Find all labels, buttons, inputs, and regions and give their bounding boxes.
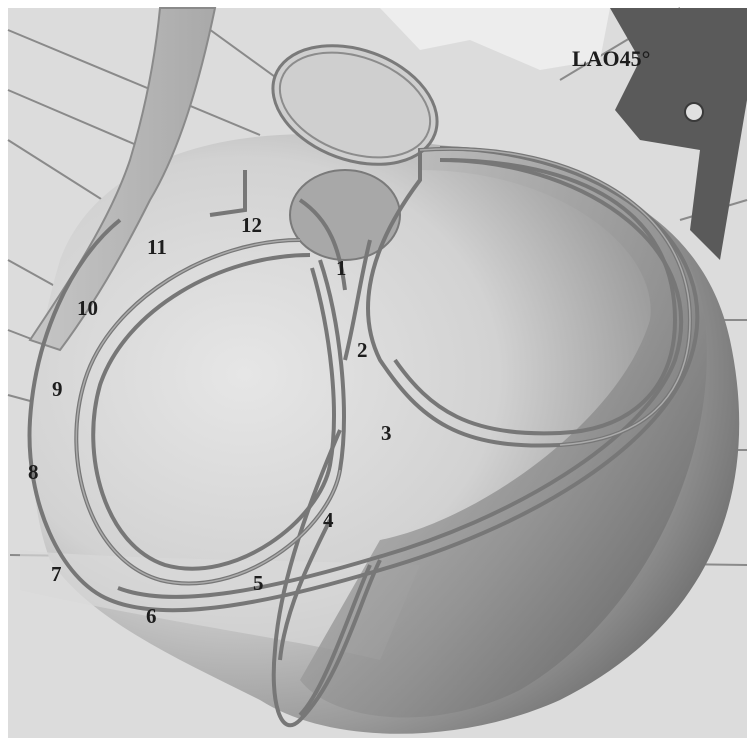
segment-label-5: 5 <box>253 573 264 594</box>
segment-label-10: 10 <box>77 298 98 319</box>
segment-label-1: 1 <box>336 258 347 279</box>
view-angle-label: LAO45° <box>572 48 650 70</box>
segment-label-3: 3 <box>381 423 392 444</box>
segment-label-6: 6 <box>146 606 157 627</box>
segment-label-9: 9 <box>52 379 63 400</box>
segment-label-2: 2 <box>357 340 368 361</box>
segment-label-12: 12 <box>241 215 262 236</box>
segment-label-4: 4 <box>323 510 334 531</box>
segment-label-7: 7 <box>51 564 62 585</box>
aortic-valve <box>290 170 400 260</box>
segment-label-11: 11 <box>147 237 167 258</box>
vessel-orifice <box>685 103 703 121</box>
segment-label-8: 8 <box>28 462 39 483</box>
